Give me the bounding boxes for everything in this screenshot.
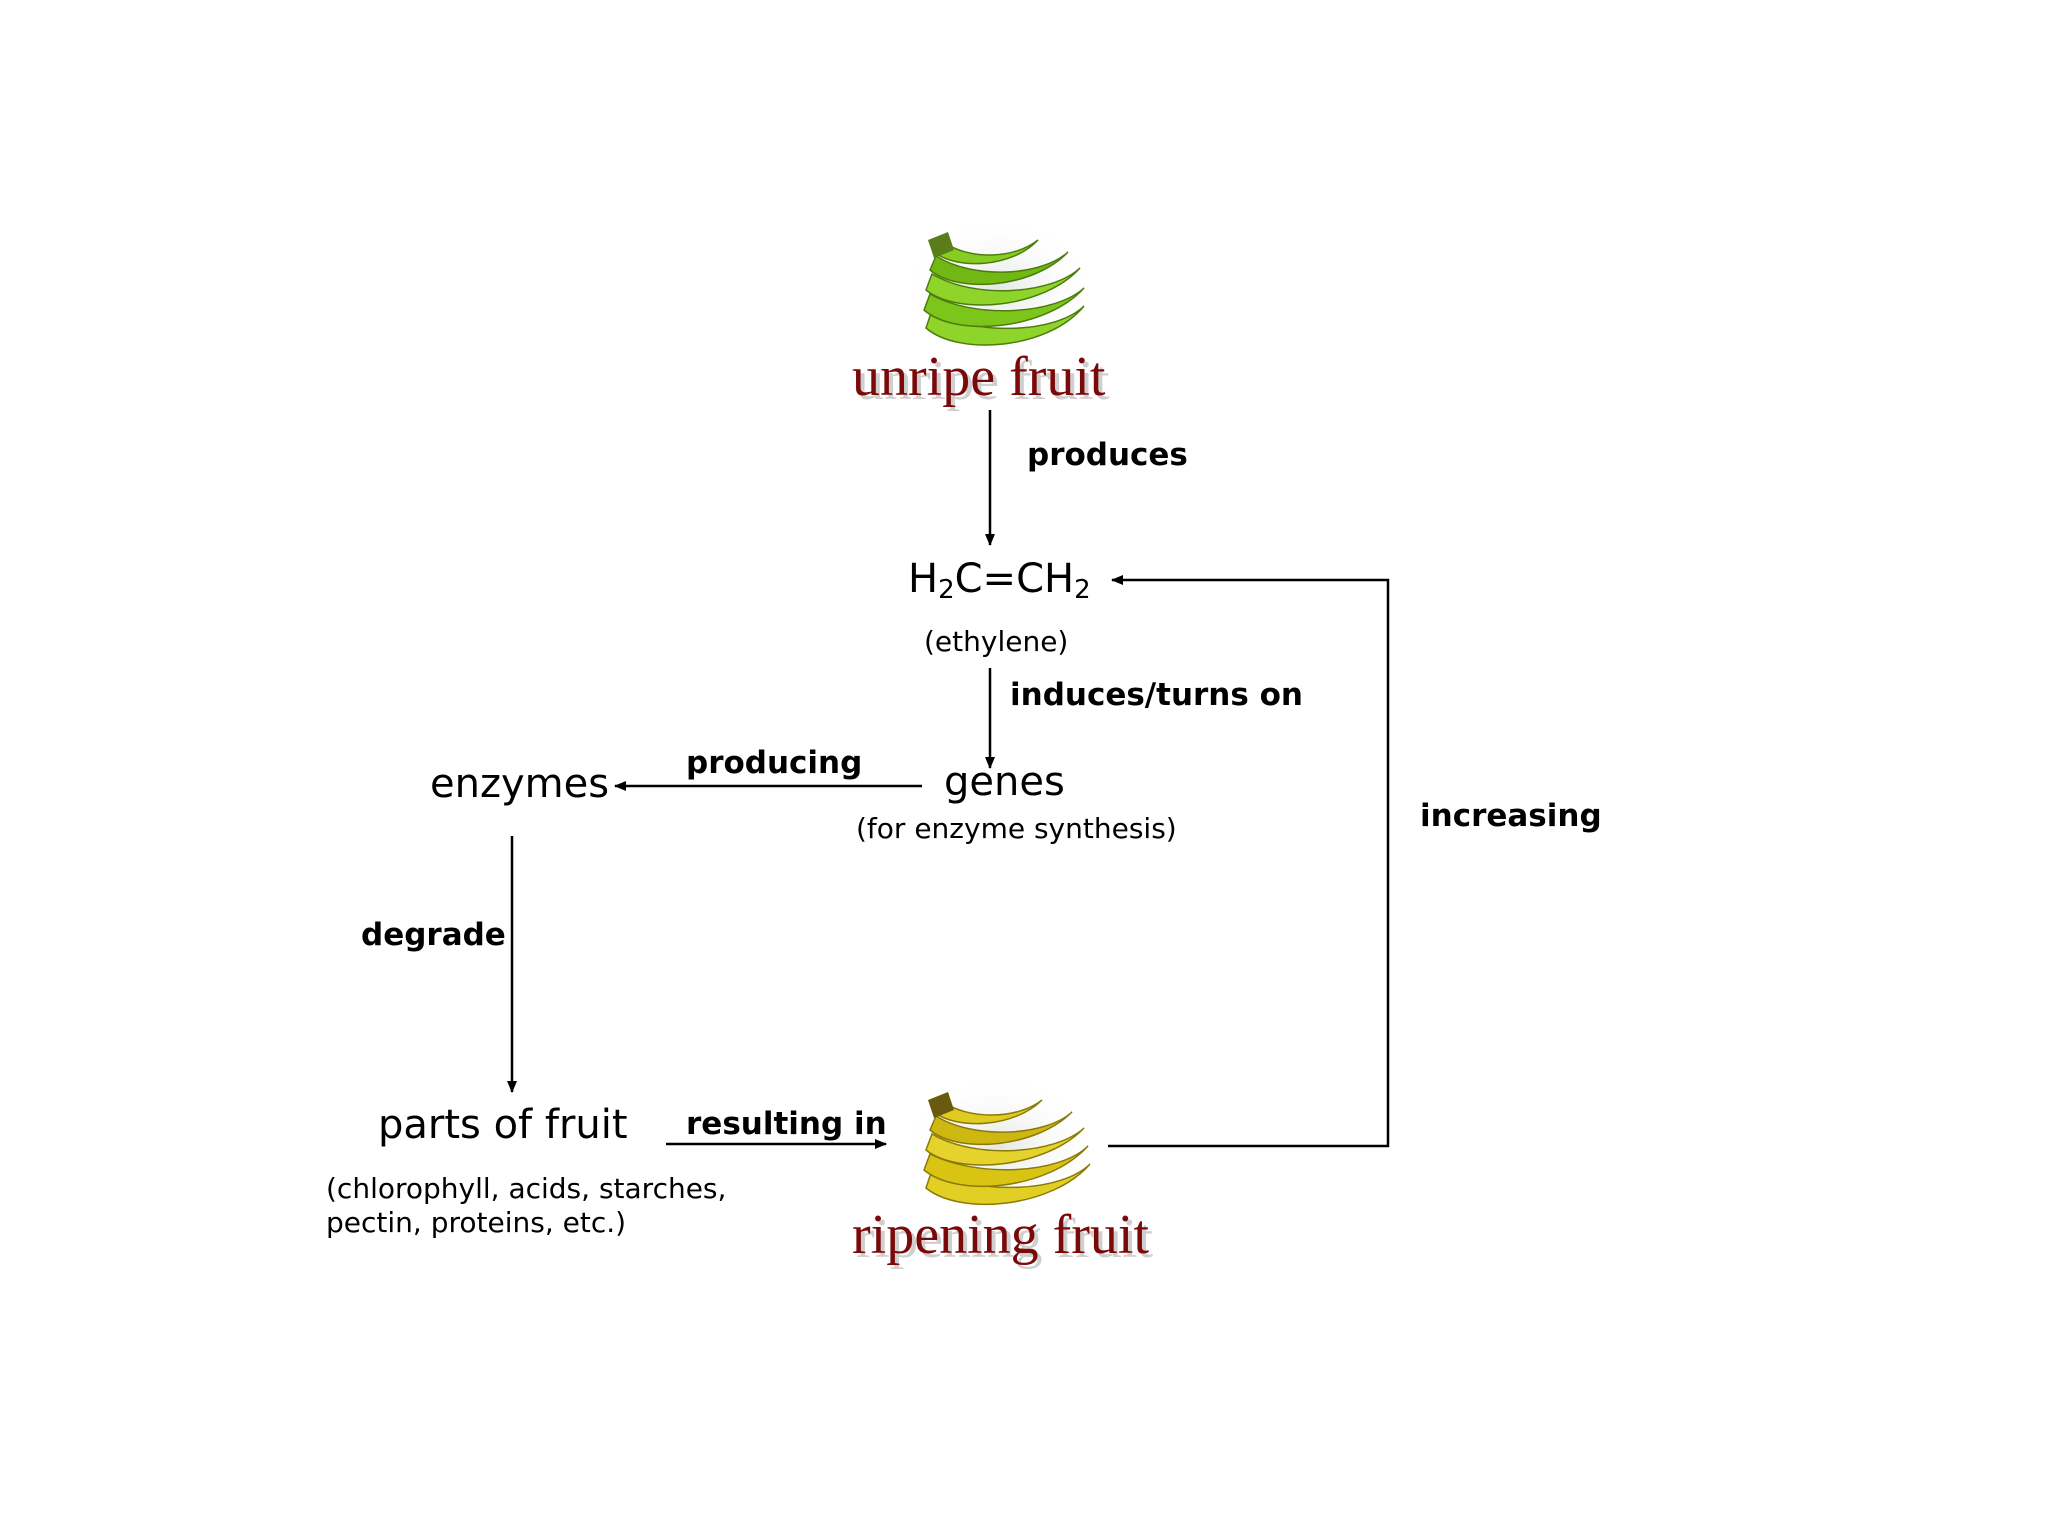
arrow-increasing <box>1108 575 1390 1148</box>
increasing-label: increasing <box>1420 798 1602 834</box>
degrade-label: degrade <box>361 917 506 953</box>
enzymes-label: enzymes <box>430 761 610 807</box>
genes-note: (for enzyme synthesis) <box>856 812 1177 845</box>
ripe-banana-icon <box>896 1070 1102 1220</box>
induces-label: induces/turns on <box>1010 677 1303 713</box>
parts-note-line2: pectin, proteins, etc.) <box>326 1206 627 1239</box>
parts-of-fruit-label: parts of fruit <box>378 1102 628 1148</box>
formula-mid: C=CH <box>954 556 1075 602</box>
parts-note-line1: (chlorophyll, acids, starches, <box>326 1172 727 1205</box>
genes-label: genes <box>944 759 1065 805</box>
formula-end-subscript: 2 <box>1074 575 1091 605</box>
resulting-in-label: resulting in <box>686 1106 887 1142</box>
produces-label: produces <box>1027 437 1188 473</box>
formula-h: H <box>908 556 939 602</box>
ethylene-name: (ethylene) <box>924 625 1069 658</box>
ripening-fruit-label: ripening fruit <box>852 1204 1150 1266</box>
ethylene-formula: H2C=CH2 <box>908 556 1091 605</box>
unripe-banana-icon <box>898 210 1098 360</box>
formula-h-subscript: 2 <box>938 575 955 605</box>
producing-label: producing <box>686 745 863 781</box>
unripe-fruit-label: unripe fruit <box>852 346 1106 408</box>
